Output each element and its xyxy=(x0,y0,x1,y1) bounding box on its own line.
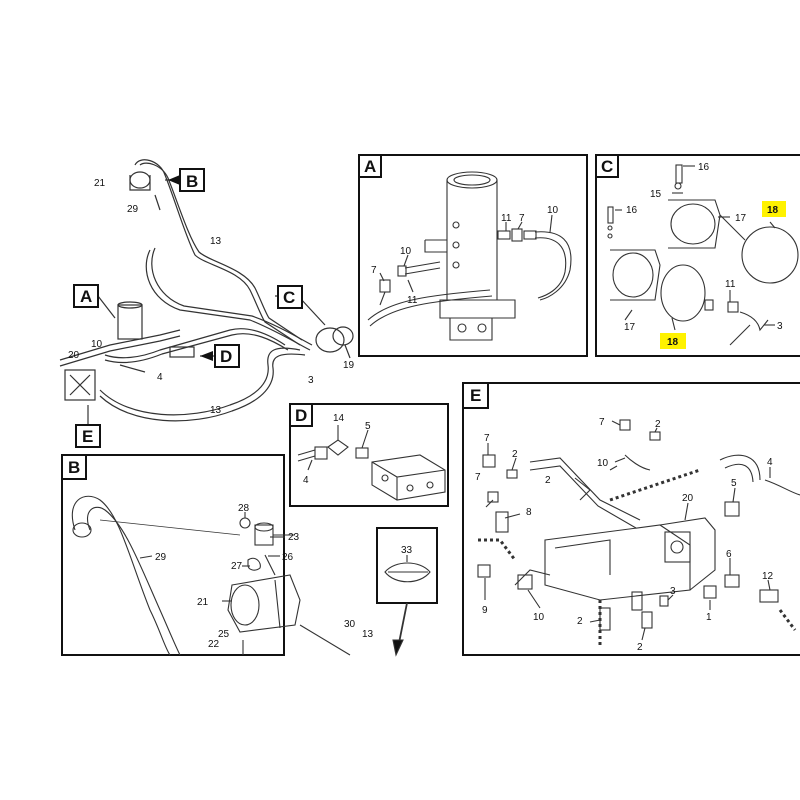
part-number: 20 xyxy=(68,350,80,361)
part-number: 26 xyxy=(282,552,294,563)
part-number: 7 xyxy=(484,433,490,444)
part-number: 4 xyxy=(303,475,309,486)
part-number: 19 xyxy=(343,360,355,371)
part-number: 9 xyxy=(482,605,488,616)
part-number: 20 xyxy=(682,493,694,504)
callout-a-letter: A xyxy=(80,287,92,306)
detail-e-letter: E xyxy=(470,386,481,405)
part-number: 7 xyxy=(519,213,525,224)
part-number: 3 xyxy=(308,375,314,386)
callout-d-letter: D xyxy=(220,347,232,366)
part-number: 8 xyxy=(526,507,532,518)
part-number: 7 xyxy=(371,265,377,276)
part-number: 5 xyxy=(365,421,371,432)
part-number: 13 xyxy=(210,405,222,416)
part-number: 11 xyxy=(407,295,418,306)
part-number: 10 xyxy=(597,458,609,469)
part-number: 10 xyxy=(400,246,412,257)
part-number: 29 xyxy=(127,204,139,215)
callout-a-box xyxy=(73,284,99,308)
part-number: 14 xyxy=(333,413,345,424)
callout-e-box xyxy=(75,424,101,448)
part-number: 28 xyxy=(238,503,250,514)
part-number: 2 xyxy=(577,616,583,627)
part-number: 11 xyxy=(725,279,736,290)
callout-e-letter: E xyxy=(82,427,93,446)
callout-c-letter: C xyxy=(283,288,295,307)
overview-part-numbers: 21 29 13 3 19 4 20 10 13 xyxy=(68,178,355,416)
part-number: 2 xyxy=(655,419,661,430)
part-number: 1 xyxy=(706,612,712,623)
part-number: 3 xyxy=(777,321,783,332)
detail-e-panel: E xyxy=(462,382,800,656)
part-number: 2 xyxy=(545,475,551,486)
overview-section xyxy=(59,159,354,425)
part-number: 13 xyxy=(210,236,222,247)
part-number: 21 xyxy=(197,597,209,608)
part-number: 23 xyxy=(288,532,300,543)
part-number: 16 xyxy=(698,162,710,173)
part-number: 10 xyxy=(533,612,545,623)
detail-b-panel: B xyxy=(61,454,438,657)
overview-callouts: B A C D E xyxy=(73,168,303,448)
part-number: 6 xyxy=(726,549,732,560)
highlight-marker xyxy=(762,201,786,217)
part-number: 22 xyxy=(208,639,220,650)
highlight-marker xyxy=(660,333,686,349)
detail-d-panel: D 14 5 4 xyxy=(289,403,449,507)
part-number: 4 xyxy=(767,457,773,468)
part-number: 25 xyxy=(218,629,230,640)
callout-c-box xyxy=(277,285,303,309)
detail-a-letter: A xyxy=(364,157,376,176)
part-number-highlighted: 18 xyxy=(667,337,679,348)
part-number: 2 xyxy=(637,642,643,653)
part-number-highlighted: 18 xyxy=(767,205,779,216)
part-number: 5 xyxy=(731,478,737,489)
part-number: 12 xyxy=(762,571,774,582)
part-number: 11 xyxy=(501,213,512,224)
detail-b-letter: B xyxy=(68,458,80,477)
part-number: 2 xyxy=(512,449,518,460)
detail-c-letter: C xyxy=(601,157,613,176)
part-number: 33 xyxy=(401,545,413,556)
part-number: 17 xyxy=(624,322,636,333)
part-number: 30 xyxy=(344,619,356,630)
part-number: 27 xyxy=(231,561,243,572)
part-number: 16 xyxy=(626,205,638,216)
part-number: 29 xyxy=(155,552,167,563)
part-number: 13 xyxy=(362,629,374,640)
part-number: 7 xyxy=(475,472,481,483)
callout-d-box xyxy=(214,344,240,368)
part-number: 17 xyxy=(735,213,747,224)
part-number: 21 xyxy=(94,178,106,189)
detail-c-panel: C 16 15 17 18 xyxy=(595,154,800,357)
detail-d-letter: D xyxy=(295,406,307,425)
detail-a-panel: A xyxy=(358,154,588,357)
part-number: 15 xyxy=(650,189,662,200)
part-number: 10 xyxy=(547,205,559,216)
part-number: 3 xyxy=(670,586,676,597)
part-number: 4 xyxy=(157,372,163,383)
part-number: 7 xyxy=(599,417,605,428)
callout-b-letter: B xyxy=(186,172,198,191)
part-number: 10 xyxy=(91,339,103,350)
